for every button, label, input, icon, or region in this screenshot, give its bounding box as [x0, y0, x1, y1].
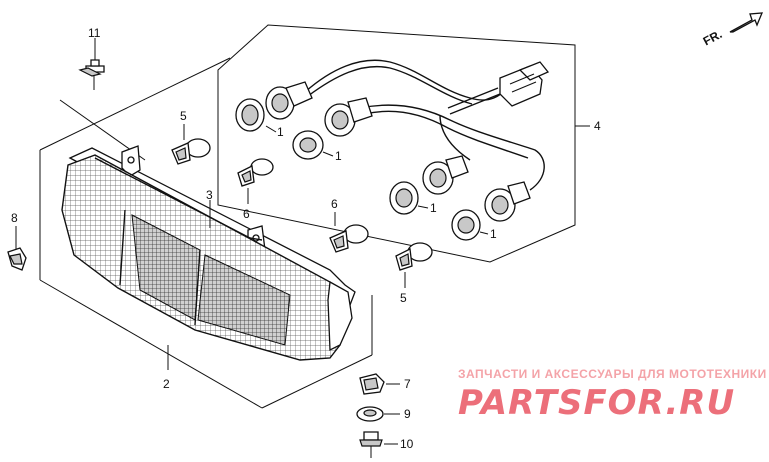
grommet-part-9: 9	[356, 406, 411, 422]
callout-9: 9	[404, 407, 411, 421]
bulb-part-6-right: 6	[329, 197, 369, 253]
callout-8: 8	[11, 211, 18, 225]
callout-11: 11	[88, 26, 101, 40]
front-direction-indicator: FR.	[701, 12, 764, 48]
callout-5-lower: 5	[400, 291, 407, 305]
screw-part-10: 10	[359, 431, 414, 458]
clip-part-8: 8	[7, 211, 27, 271]
screw-part-11: 11	[78, 26, 105, 90]
nut-clip-part-7: 7	[359, 373, 411, 395]
callout-2: 2	[163, 377, 170, 391]
housing-assembly-outline	[39, 57, 373, 409]
callout-10: 10	[400, 437, 414, 451]
callout-7: 7	[404, 377, 411, 391]
bulb-part-5-upper: 5	[171, 109, 211, 165]
bulb-part-6-left: 6	[237, 158, 274, 221]
watermark: ЗАПЧАСТИ И АКСЕССУАРЫ ДЛЯ МОТОТЕХНИКИ PA…	[458, 367, 767, 423]
bulb-socket-part-1-a: 1	[235, 81, 313, 139]
front-direction-label: FR.	[701, 27, 725, 48]
callout-3: 3	[206, 188, 213, 202]
bulb-socket-part-1-c: 1	[389, 155, 469, 215]
bulb-socket-part-1-d: 1	[451, 181, 531, 241]
watermark-tagline: ЗАПЧАСТИ И АКСЕССУАРЫ ДЛЯ МОТОТЕХНИКИ	[458, 367, 767, 381]
callout-6-right: 6	[331, 197, 338, 211]
callout-5-upper: 5	[180, 109, 187, 123]
front-arrow-icon	[729, 12, 764, 33]
callout-4: 4	[594, 119, 601, 133]
callout-1-d: 1	[490, 227, 497, 241]
bulb-part-5-lower: 5	[395, 242, 433, 305]
callout-1-a: 1	[277, 125, 284, 139]
watermark-brand-logo: PARTSFOR.RU	[458, 383, 735, 423]
bulb-socket-part-1-b: 1	[292, 97, 373, 163]
tail-light-lens-housing: 2	[61, 145, 356, 391]
callout-6-left: 6	[243, 207, 250, 221]
wire-harness-assembly-outline	[217, 24, 576, 263]
wire-harness-part-4: 4	[304, 59, 601, 191]
seal-part-3: 3	[94, 157, 263, 241]
callout-1-b: 1	[335, 149, 342, 163]
callout-1-c: 1	[430, 201, 437, 215]
